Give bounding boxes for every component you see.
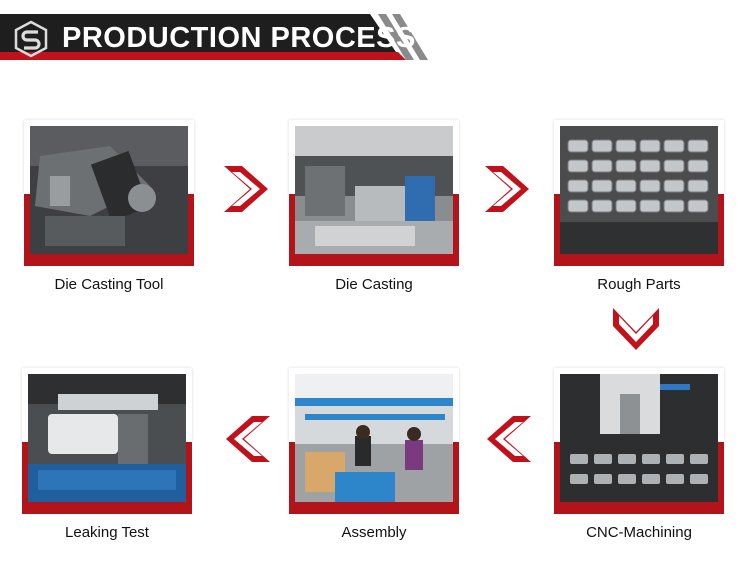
banner-shape	[0, 14, 428, 60]
step-die-casting-tool: Die Casting Tool	[24, 120, 194, 293]
step-label: CNC-Machining	[586, 524, 692, 541]
step-label: Die Casting	[335, 276, 413, 293]
chevron-right-icon	[483, 164, 533, 219]
step-label: Leaking Test	[65, 524, 149, 541]
step-label: Assembly	[341, 524, 407, 541]
chevron-right-icon	[222, 164, 272, 219]
assembly-line-photo	[295, 374, 453, 502]
chevron-left-icon	[222, 414, 272, 469]
leaking-test-photo	[28, 374, 186, 502]
photo-frame	[554, 368, 724, 514]
photo-frame	[24, 120, 194, 266]
step-label: Die Casting Tool	[54, 276, 164, 293]
page-title: PRODUCTION PROCESS	[62, 22, 416, 54]
header-banner: PRODUCTION PROCESS	[0, 14, 430, 60]
step-leaking-test: Leaking Test	[22, 368, 192, 541]
s-shield-logo-icon	[12, 20, 50, 58]
photo-frame	[289, 120, 459, 266]
rough-parts-photo	[560, 126, 718, 254]
photo-frame	[289, 368, 459, 514]
die-casting-workshop-photo	[295, 126, 453, 254]
photo-frame	[22, 368, 192, 514]
step-rough-parts: Rough Parts	[554, 120, 724, 293]
chevron-left-icon	[483, 414, 533, 469]
step-label: Rough Parts	[597, 276, 681, 293]
step-die-casting: Die Casting	[289, 120, 459, 293]
cnc-machining-photo	[560, 374, 718, 502]
photo-frame	[554, 120, 724, 266]
chevron-down-icon	[611, 306, 661, 357]
step-cnc-machining: CNC-Machining	[554, 368, 724, 541]
die-casting-tool-photo	[30, 126, 188, 254]
step-assembly: Assembly	[289, 368, 459, 541]
